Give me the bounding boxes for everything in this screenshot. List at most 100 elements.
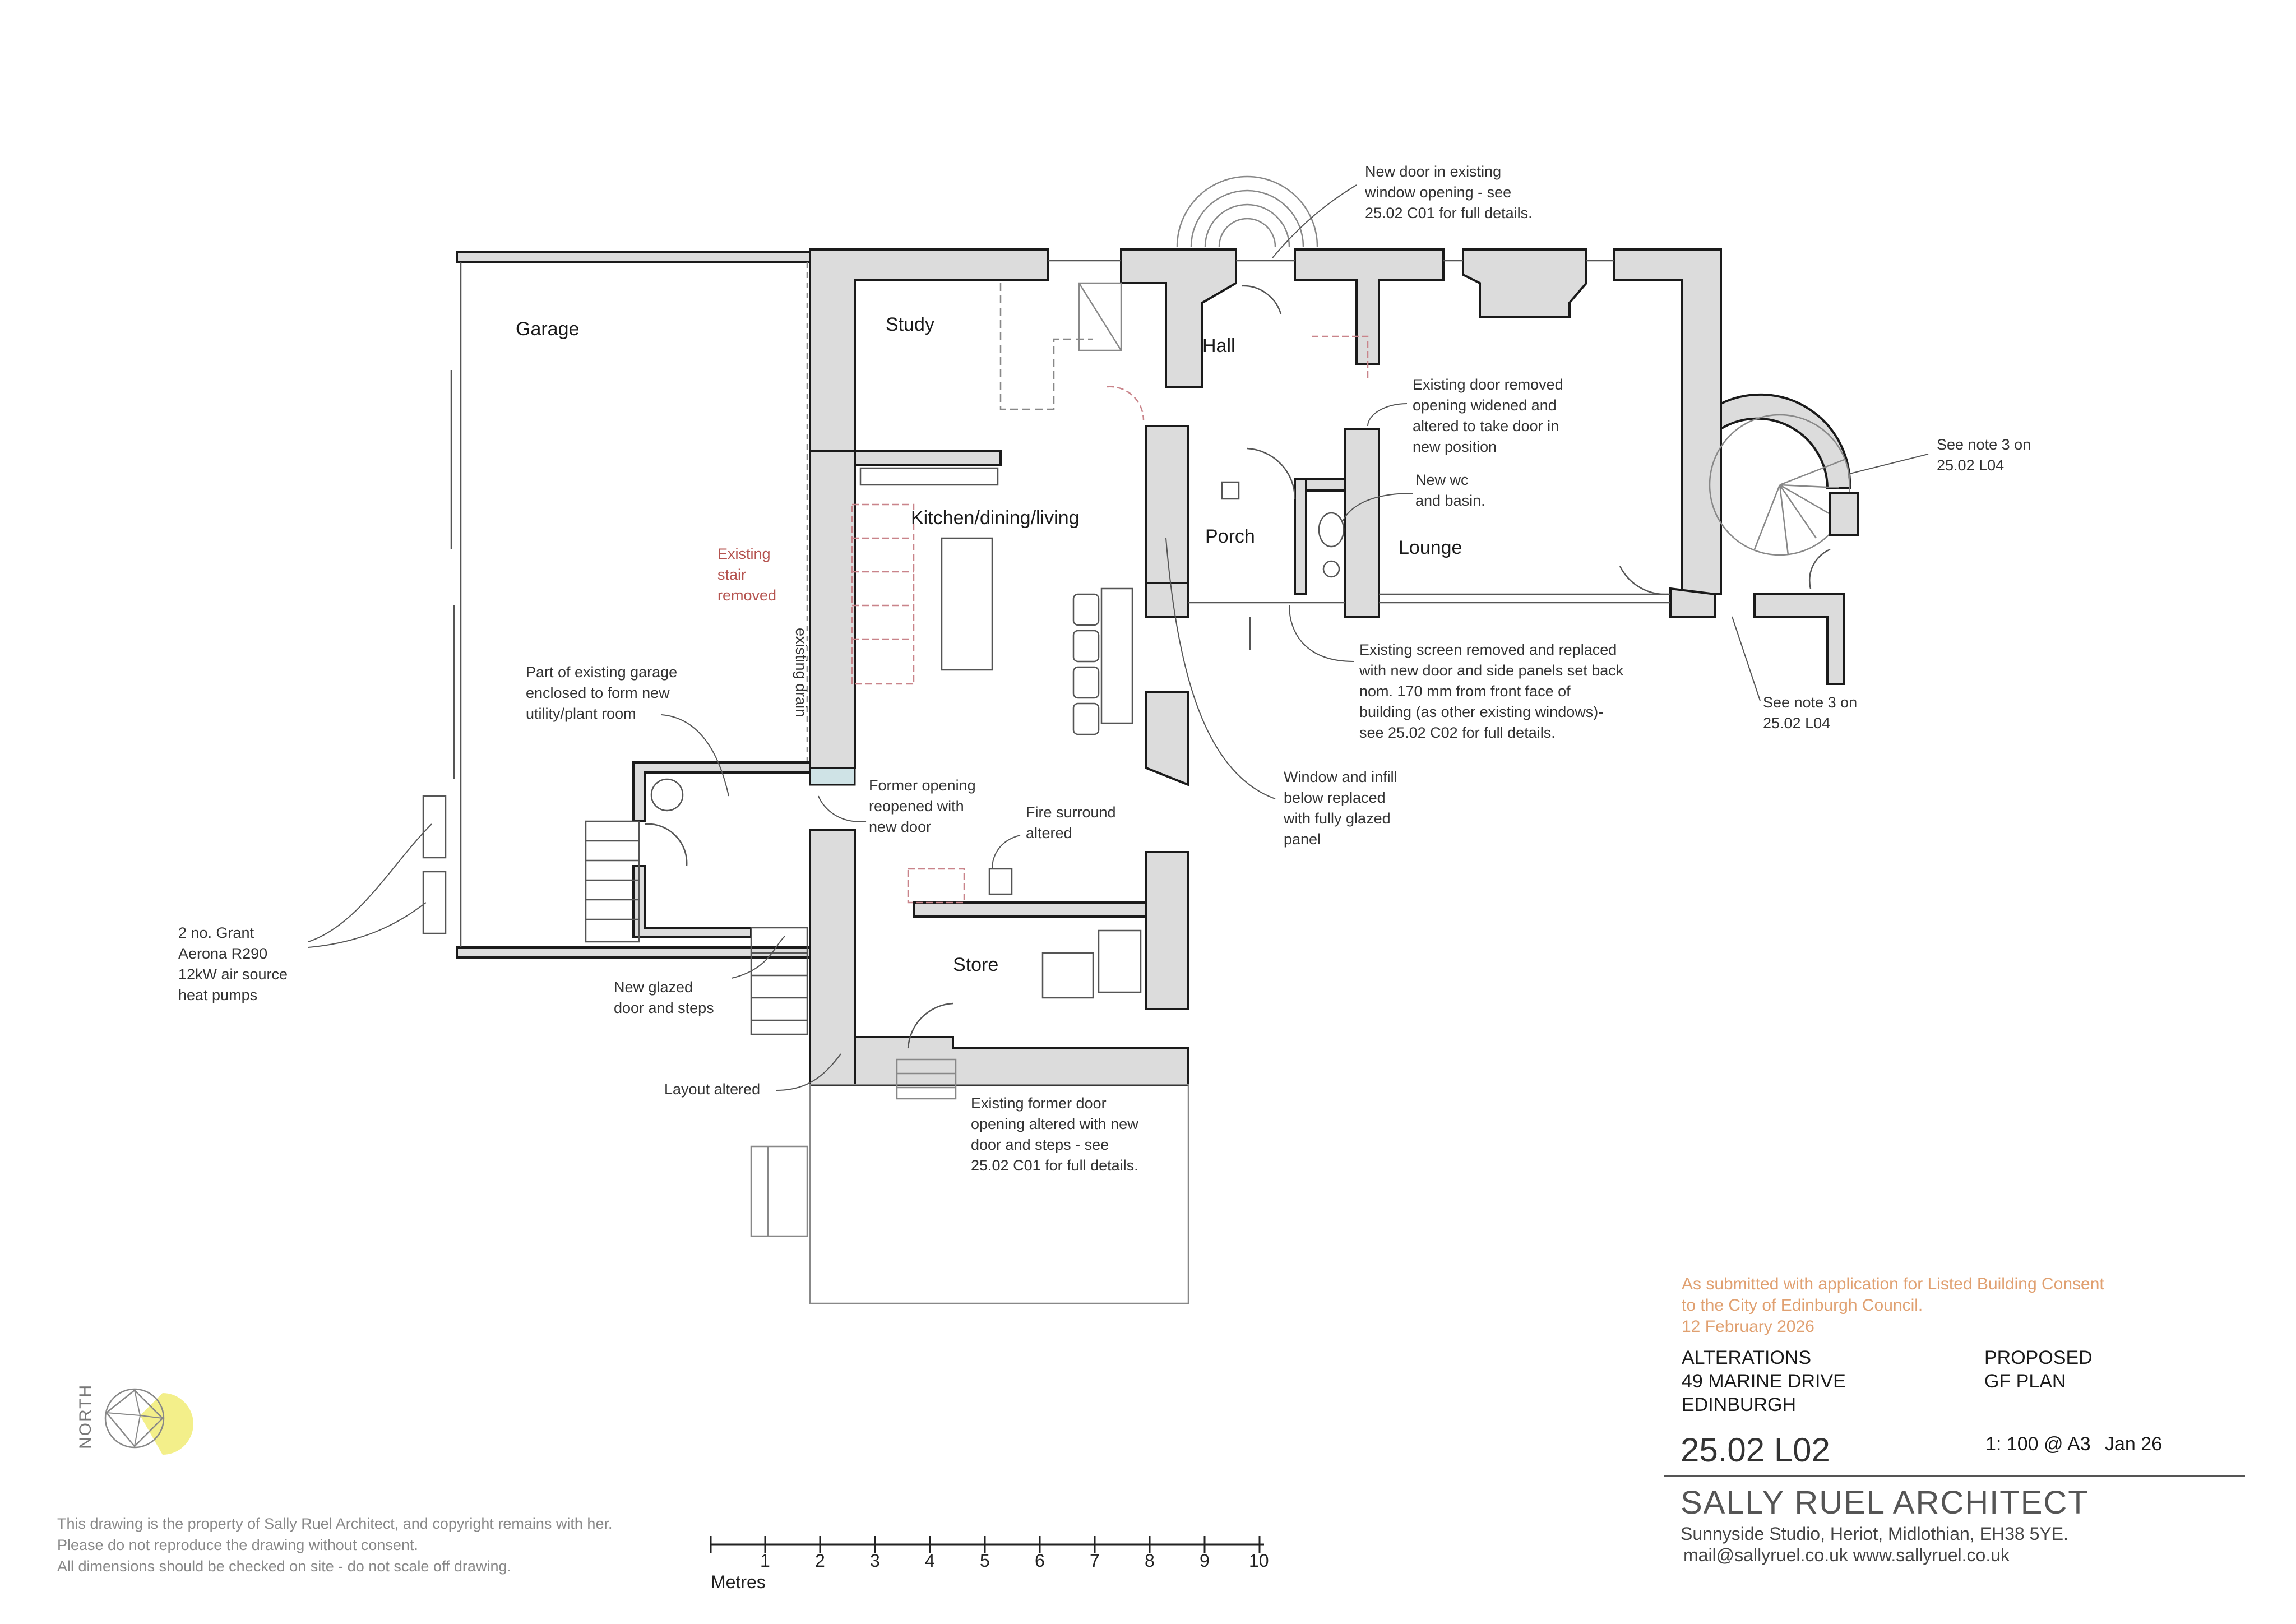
note-fire-surround: Fire surround altered — [1026, 804, 1120, 841]
note-layout-altered: Layout altered — [664, 1081, 760, 1098]
room-label-kitchen: Kitchen/dining/living — [911, 507, 1080, 529]
scale-label: 2 — [815, 1551, 825, 1571]
room-label-store: Store — [953, 954, 998, 975]
room-label-garage: Garage — [516, 318, 579, 340]
scale-label: 9 — [1200, 1551, 1210, 1571]
note-stair-removed: Existing stair removed — [718, 545, 776, 604]
leader-utility — [661, 714, 729, 797]
heat-pump-unit-1 — [422, 795, 447, 859]
note-screen-removed: Existing screen removed and replaced wit… — [1359, 641, 1628, 741]
note-see-note3-bottom: See note 3 on 25.02 L04 — [1763, 694, 1862, 732]
removed-door — [1107, 386, 1145, 421]
lounge-east-wall — [1613, 248, 1722, 595]
leader-note3-bottom — [1732, 616, 1761, 701]
leader-heat-pump-1 — [308, 823, 432, 942]
house-walls — [809, 248, 1859, 1086]
scale-label: 6 — [1035, 1551, 1045, 1571]
step-arc — [1176, 175, 1318, 247]
drawing-date: Jan 26 — [2105, 1433, 2162, 1455]
leader-new-door — [1272, 184, 1357, 258]
lounge-pier-1 — [1294, 248, 1445, 365]
turret-door-swing — [1808, 548, 1831, 589]
utility-door-swing — [644, 823, 688, 867]
leader-door-removed — [1367, 403, 1408, 427]
annotations: New door in existing window opening - se… — [178, 163, 2031, 1174]
garage-area — [422, 251, 811, 1035]
stool — [1072, 630, 1100, 663]
room-label-porch: Porch — [1205, 526, 1255, 547]
room-label-study: Study — [886, 314, 934, 335]
note-door-removed: Existing door removed opening widened an… — [1413, 376, 1567, 455]
north-label: NORTH — [76, 1384, 95, 1449]
store-fitting — [1041, 952, 1094, 999]
stool — [1072, 593, 1100, 626]
utility-stair — [585, 820, 640, 943]
disclaimer: This drawing is the property of Sally Ru… — [57, 1515, 617, 1575]
scale-label: 8 — [1145, 1551, 1155, 1571]
study-removed-outline — [999, 283, 1093, 410]
scale-unit: Metres — [711, 1572, 766, 1592]
leader-new-wc — [1342, 493, 1413, 522]
store-south-wall — [854, 1036, 1189, 1086]
submission-note: As submitted with application for Listed… — [1682, 1275, 2109, 1336]
step-arc — [1190, 189, 1304, 247]
north-fill — [140, 1393, 193, 1455]
north-lines — [106, 1390, 163, 1447]
scale-label: 4 — [925, 1551, 935, 1571]
study-stair — [1078, 282, 1122, 351]
hall-pier-north — [1120, 248, 1237, 388]
scale-label: 3 — [870, 1551, 880, 1571]
porch-pier — [1145, 582, 1189, 618]
leader-note3-top — [1849, 454, 1929, 474]
pier-east-1 — [1145, 691, 1189, 786]
note-former-door: Existing former door opening altered wit… — [971, 1095, 1142, 1174]
note-window-infill: Window and infill below replaced with fu… — [1283, 769, 1401, 848]
drawing-number: 25.02 L02 — [1681, 1431, 1830, 1469]
note-heat-pumps: 2 no. Grant Aerona R290 12kW air source … — [178, 924, 292, 1003]
step-arc — [1204, 203, 1290, 247]
lounge-se-pier — [1669, 587, 1716, 618]
note-existing-drain: existing drain — [793, 628, 809, 717]
leader-screen-removed — [1289, 605, 1354, 662]
title-block: As submitted with application for Listed… — [1664, 1275, 2245, 1565]
turret-wall — [1720, 393, 1851, 489]
wc-basin — [1322, 560, 1340, 578]
lounge-door-swing — [1619, 566, 1668, 595]
note-utility: Part of existing garage enclosed to form… — [526, 664, 682, 722]
spiral-stair — [1709, 414, 1851, 556]
room-labels: Garage Study Hall Kitchen/dining/living … — [516, 314, 1462, 975]
removed-hall-door — [1312, 335, 1369, 381]
study-west-wall — [809, 248, 1049, 452]
scale-label: 10 — [1249, 1551, 1269, 1571]
removed-stair — [851, 503, 915, 685]
boiler-circle — [650, 778, 684, 812]
lounge-pier-2 — [1462, 248, 1587, 318]
note-new-wc: New wc and basin. — [1415, 471, 1485, 509]
north-circle — [104, 1388, 165, 1449]
scale-bar: 1 2 3 4 5 6 7 8 9 10 Metres — [710, 1536, 1269, 1592]
heat-pump-unit-2 — [422, 871, 447, 934]
wc-east-wall — [1344, 428, 1380, 618]
stool — [1072, 702, 1100, 735]
room-label-hall: Hall — [1202, 335, 1235, 357]
stair-diagonal — [1078, 283, 1122, 351]
east-wing-wall — [1753, 593, 1845, 685]
store-wc — [1098, 929, 1142, 993]
step-arc — [1218, 218, 1276, 247]
wc-west-wall — [1294, 478, 1307, 595]
firm-name: SALLY RUEL ARCHITECT — [1681, 1484, 2089, 1521]
kitchen-west-wall — [809, 450, 856, 769]
utility-wall-bottom — [632, 865, 752, 938]
garage-north-wall — [456, 251, 811, 263]
store-north-wall — [913, 901, 1147, 918]
note-former-opening: Former opening reopened with new door — [869, 777, 980, 835]
fire-surround — [988, 868, 1013, 895]
study-south-wall — [854, 450, 1002, 466]
fire-surround-removed — [907, 868, 965, 904]
stool — [1072, 666, 1100, 699]
room-label-lounge: Lounge — [1399, 537, 1462, 558]
drawing-scale: 1: 100 @ A3 — [1985, 1433, 2091, 1455]
leader-window-infill — [1165, 538, 1276, 799]
leader-glazed-door — [731, 936, 785, 979]
scale-label: 5 — [980, 1551, 990, 1571]
